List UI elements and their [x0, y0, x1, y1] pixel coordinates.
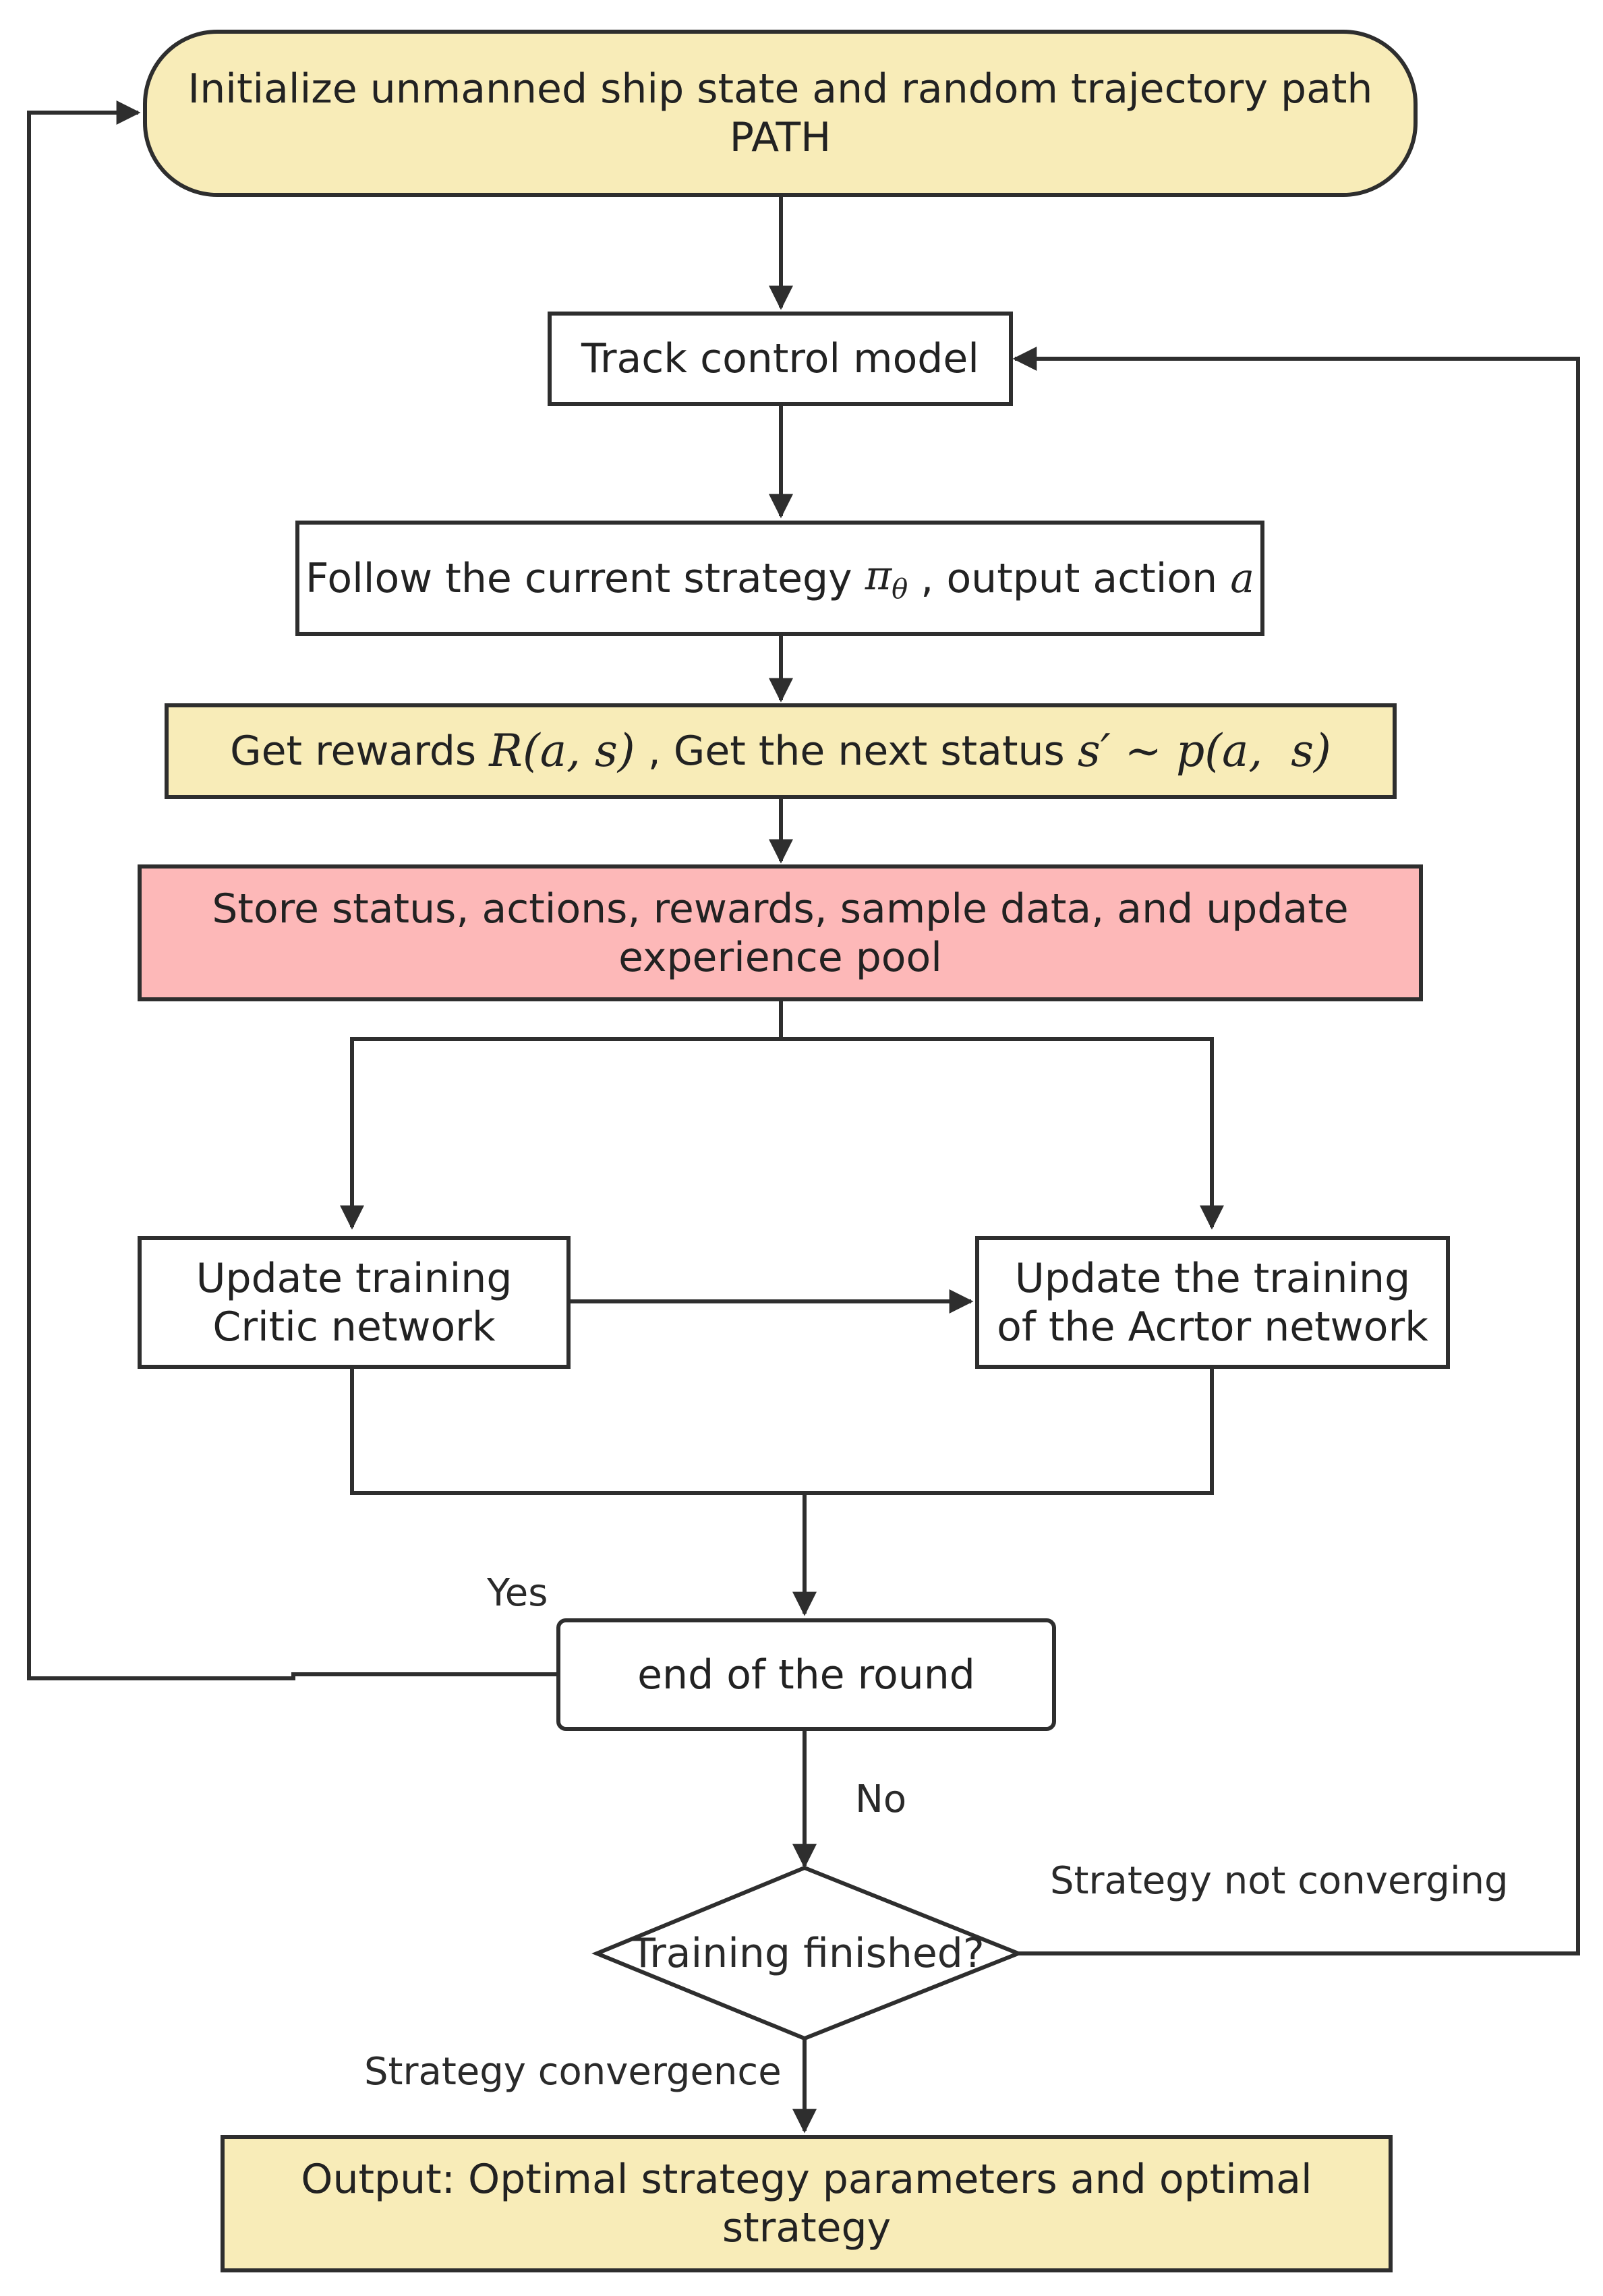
follow-strategy-node: Follow the current strategy πθ , output … — [295, 521, 1264, 636]
label-yes: Yes — [487, 1571, 548, 1615]
output-node: Output: Optimal strategy parameters and … — [221, 2135, 1393, 2272]
store-line-2: experience pool — [618, 933, 942, 981]
actor-line-1: Update the training — [1014, 1254, 1411, 1302]
decision-diamond — [591, 1865, 1024, 2041]
label-strategy-not-converging: Strategy not converging — [1050, 1859, 1509, 1903]
connector-store-split — [340, 1001, 783, 1230]
critic-line-1: Update training — [196, 1254, 513, 1302]
arrow-yes-loop — [27, 100, 556, 1680]
follow-suffix: , output action — [908, 554, 1231, 602]
critic-line-2: Critic network — [212, 1303, 496, 1351]
store-line-1: Store status, actions, rewards, sample d… — [212, 885, 1349, 933]
follow-prefix: Follow the current strategy — [305, 554, 865, 602]
end-of-round-text: end of the round — [637, 1651, 975, 1699]
end-of-round-node: end of the round — [556, 1618, 1056, 1731]
rewards-middle: , Get the next status — [635, 728, 1078, 775]
arrow-not-converging-loop — [1012, 347, 1580, 1955]
action-symbol: a — [1230, 554, 1254, 602]
actor-line-2: of the Acrtor network — [997, 1303, 1428, 1351]
label-strategy-convergence: Strategy convergence — [364, 2050, 782, 2094]
output-text: Output: Optimal strategy parameters and … — [301, 2156, 1312, 2251]
critic-node: Update training Critic network — [138, 1236, 571, 1369]
connector-store-to-actor — [781, 1037, 1224, 1230]
reward-formula: R(a, s) — [489, 725, 635, 777]
init-node-text: Initialize unmanned ship state and rando… — [187, 65, 1373, 161]
connector-merge — [350, 1369, 1214, 1495]
track-control-node: Track control model — [548, 312, 1013, 406]
rewards-prefix: Get rewards — [230, 728, 490, 775]
next-state-formula: s′ ∼ p(a, s) — [1077, 725, 1331, 777]
actor-node: Update the training of the Acrtor networ… — [975, 1236, 1450, 1369]
rewards-node: Get rewards R(a, s) , Get the next statu… — [165, 703, 1397, 799]
store-experience-node: Store status, actions, rewards, sample d… — [138, 864, 1423, 1001]
track-control-text: Track control model — [581, 335, 979, 382]
policy-symbol: πθ — [865, 552, 908, 605]
decision-text: Training finished? — [631, 1930, 985, 1977]
label-no: No — [855, 1777, 907, 1821]
init-node: Initialize unmanned ship state and rando… — [143, 30, 1418, 197]
